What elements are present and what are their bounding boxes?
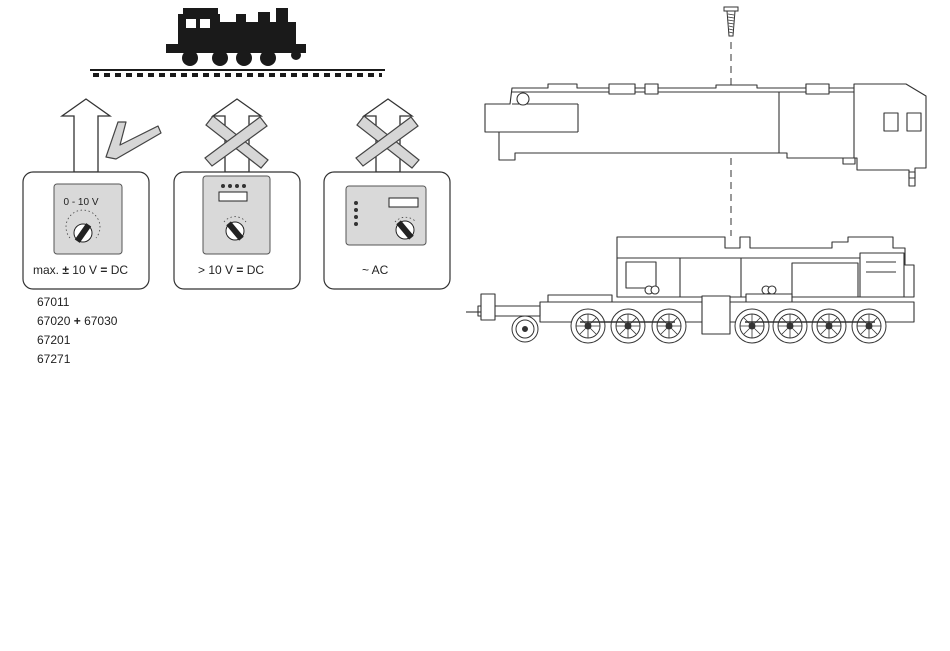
panel-2-caption-text: > 10 V — [198, 263, 233, 277]
part-number: 67020 — [37, 314, 70, 328]
part-number: 67030 — [84, 314, 117, 328]
plus-icon: + — [74, 314, 81, 328]
track-icon — [90, 70, 385, 75]
panel-1-caption-post: DC — [111, 263, 128, 277]
panel-1-caption-mid: 10 V — [72, 263, 97, 277]
panel-3-caption: ~ AC — [362, 263, 388, 277]
driving-wheel-icon-2 — [611, 309, 645, 343]
panel-1-caption-pre: max. — [33, 263, 59, 277]
dc-symbol-icon: = — [100, 263, 107, 277]
display-window-icon — [219, 192, 247, 201]
panel-2-caption: > 10 V = DC — [198, 263, 264, 277]
driving-wheel-icon-6 — [812, 309, 846, 343]
controller-dc-over-10v — [203, 176, 270, 254]
display-window-icon — [389, 198, 418, 207]
controller-dc-0-10v: 0 - 10 V — [54, 184, 122, 254]
part-number-list: 67011 67020 + 67030 67201 67271 — [37, 293, 117, 369]
driving-wheel-icon-7 — [852, 309, 886, 343]
driving-wheel-icon-5 — [773, 309, 807, 343]
panel-2-caption-post: DC — [247, 263, 264, 277]
part-number-row: 67020 + 67030 — [37, 312, 117, 331]
panel-3-caption-text: ~ AC — [362, 263, 388, 277]
part-number-row: 67011 — [37, 293, 117, 312]
plus-minus-icon: ± — [62, 263, 69, 277]
panel-1-caption: max. ± 10 V = DC — [33, 263, 128, 277]
dc-symbol-icon: = — [236, 263, 243, 277]
leading-wheel-icon — [512, 316, 538, 342]
controller-ac — [346, 186, 426, 245]
check-mark-icon — [106, 122, 161, 159]
driving-wheel-icon-4 — [735, 309, 769, 343]
driving-wheel-icon-3 — [652, 309, 686, 343]
part-number: 67011 — [37, 295, 69, 309]
screw-icon — [724, 7, 738, 36]
part-number: 67201 — [37, 333, 70, 347]
controller-1-display-text: 0 - 10 V — [63, 197, 98, 208]
part-number: 67271 — [37, 352, 70, 366]
part-number-row: 67271 — [37, 350, 117, 369]
locomotive-body-shell — [485, 84, 926, 186]
driving-wheel-icon-1 — [571, 309, 605, 343]
locomotive-silhouette-icon — [166, 8, 306, 66]
arrow-up-icon-1 — [62, 99, 110, 172]
part-number-row: 67201 — [37, 331, 117, 350]
